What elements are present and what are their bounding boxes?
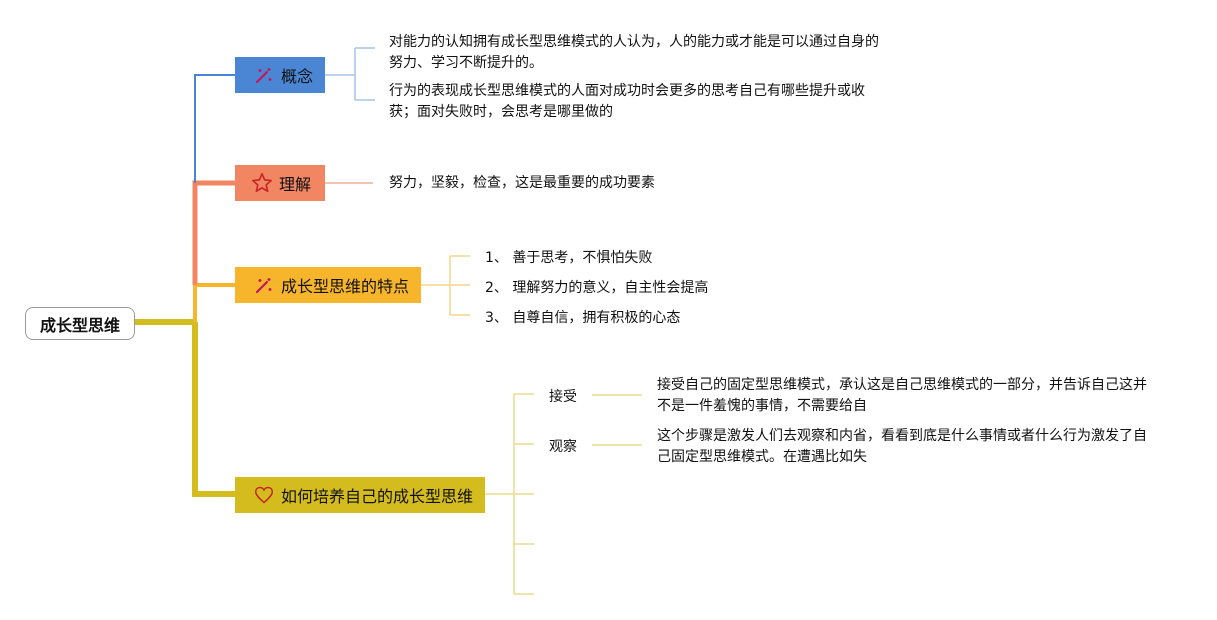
branch-traits[interactable]: 成长型思维的特点	[235, 267, 421, 303]
star-icon	[251, 172, 273, 194]
root-label: 成长型思维	[39, 315, 120, 335]
heart-icon	[253, 484, 275, 506]
branch-label: 如何培养自己的成长型思维	[281, 487, 474, 506]
branch-cultivate[interactable]: 如何培养自己的成长型思维	[235, 477, 485, 513]
branch-understanding[interactable]: 理解	[235, 165, 325, 201]
traits-item-3: 3、 自尊自信，拥有积极的心态	[485, 310, 681, 326]
branch3-connector	[193, 283, 235, 322]
branch-label: 概念	[281, 67, 314, 86]
branch4-connector	[192, 322, 235, 497]
accept-detail: 接受自己的固定型思维模式，承认这是自己思维模式的一部分，并告诉自己这并不是一件羞…	[657, 377, 1147, 414]
concept-item-2: 行为的表现成长型思维模式的人面对成功时会更多的思考自己有哪些提升或收获；面对失败…	[389, 83, 865, 120]
branch1-connector	[194, 74, 235, 183]
traits-item-1: 1、 善于思考，不惧怕失败	[485, 250, 653, 266]
branch3-bracket	[421, 255, 470, 316]
understanding-item-1: 努力，坚毅，检查，这是最重要的成功要素	[389, 175, 655, 191]
traits-item-2: 2、 理解努力的意义，自主性会提高	[485, 280, 709, 296]
concept-item-1: 对能力的认知拥有成长型思维模式的人认为，人的能力或才能是可以通过自身的努力、学习…	[389, 34, 879, 71]
branch-label: 理解	[279, 175, 312, 194]
branch1-bracket	[325, 47, 375, 101]
cultivate-child-observe[interactable]: 观察	[549, 439, 577, 455]
cultivate-child-accept[interactable]: 接受	[549, 389, 577, 405]
wand-icon	[253, 64, 275, 86]
branch-label: 成长型思维的特点	[281, 277, 410, 296]
branch-concept[interactable]: 概念	[235, 57, 325, 93]
branch4-bracket	[485, 393, 534, 595]
wand-icon	[253, 274, 275, 296]
observe-detail: 这个步骤是激发人们去观察和内省，看看到底是什么事情或者什么行为激发了自己固定型思…	[657, 428, 1147, 465]
branch2-connector	[192, 180, 235, 285]
root-node[interactable]: 成长型思维	[25, 307, 135, 340]
